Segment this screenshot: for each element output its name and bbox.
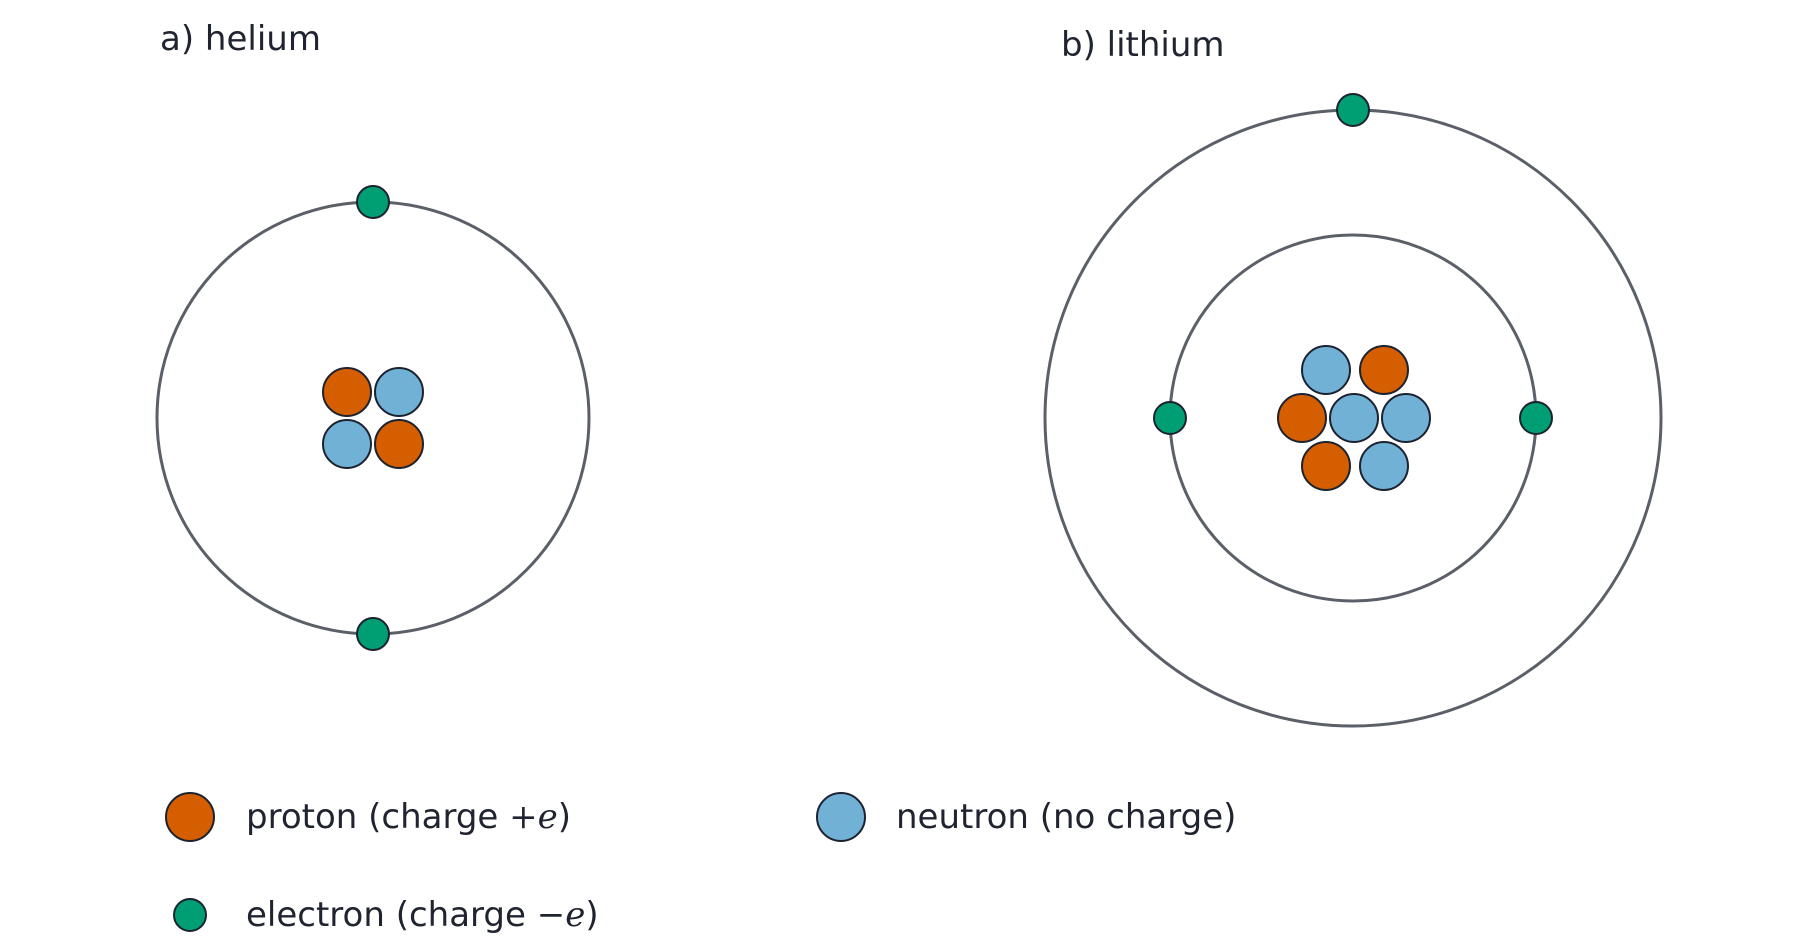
- lithium-panel: b) lithium: [1043, 25, 1663, 728]
- lithium-neutron: [1301, 345, 1351, 395]
- lithium-electron: [1153, 401, 1187, 435]
- legend-neutron-label: neutron (no charge): [896, 797, 1236, 837]
- helium-neutron: [374, 367, 424, 417]
- lithium-neutron: [1359, 441, 1409, 491]
- lithium-proton: [1301, 441, 1351, 491]
- legend-electron-label: electron (charge −e): [246, 895, 599, 935]
- lithium-neutron: [1329, 393, 1379, 443]
- helium-electron: [356, 617, 390, 651]
- lithium-electron: [1336, 93, 1370, 127]
- lithium-proton: [1359, 345, 1409, 395]
- helium-neutron: [322, 419, 372, 469]
- legend-neutron-swatch: [816, 792, 866, 842]
- legend-item-neutron: neutron (no charge): [816, 792, 1236, 842]
- legend-item-electron: electron (charge −e): [173, 895, 599, 935]
- lithium-neutron: [1381, 393, 1431, 443]
- helium-orbit-1: [155, 200, 591, 636]
- helium-title: a) helium: [160, 19, 321, 59]
- lithium-electron: [1519, 401, 1553, 435]
- lithium-title: b) lithium: [1061, 25, 1225, 65]
- helium-proton: [374, 419, 424, 469]
- legend: proton (charge +e) neutron (no charge) e…: [165, 792, 1236, 935]
- legend-proton-label: proton (charge +e): [246, 797, 571, 837]
- helium-nucleus: [322, 367, 424, 469]
- lithium-nucleus: [1277, 345, 1431, 491]
- legend-item-proton: proton (charge +e): [165, 792, 571, 842]
- helium-panel: a) helium: [155, 19, 591, 651]
- lithium-proton: [1277, 393, 1327, 443]
- legend-proton-swatch: [165, 792, 215, 842]
- legend-electron-swatch: [173, 898, 207, 932]
- helium-electron: [356, 185, 390, 219]
- helium-proton: [322, 367, 372, 417]
